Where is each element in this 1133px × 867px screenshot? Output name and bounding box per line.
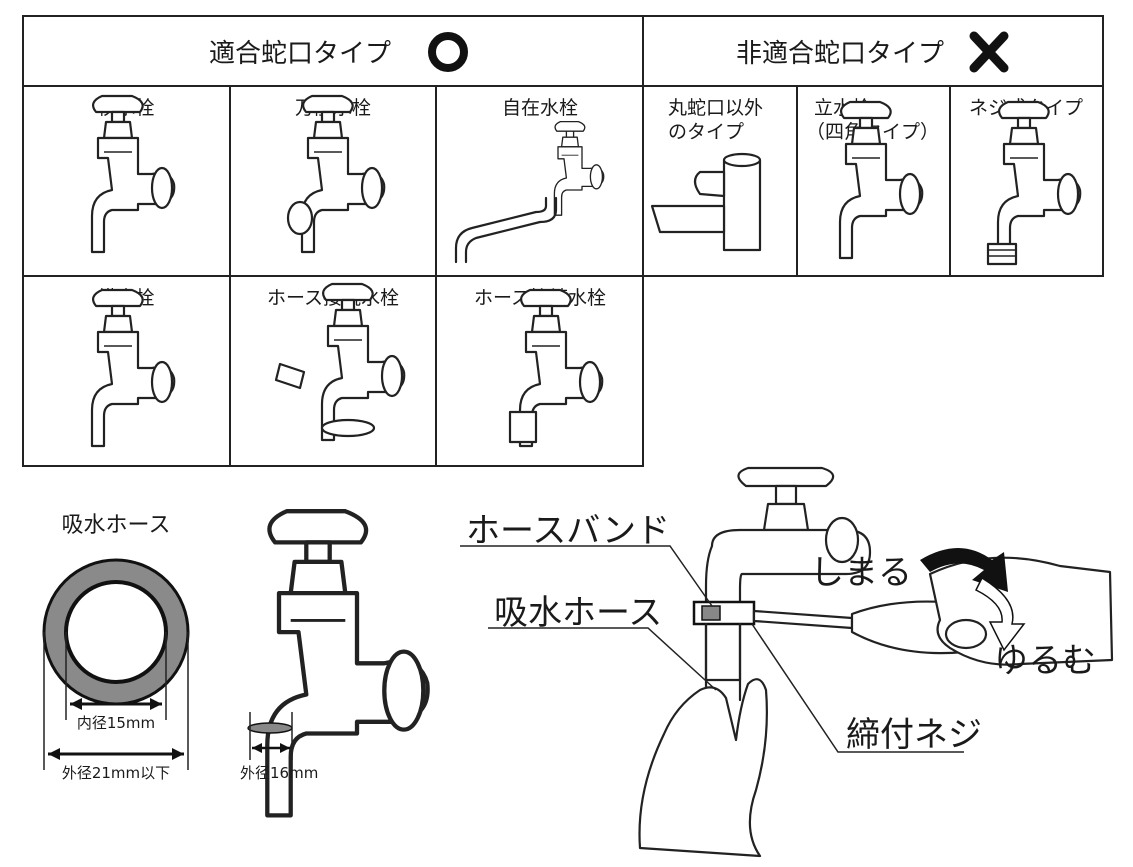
outer-diameter-dimension [43, 632, 189, 770]
intake-hose-label: 吸水ホース [494, 593, 662, 633]
hose-connect-faucet-icon-2 [508, 288, 604, 448]
swivel-faucet-icon [454, 120, 605, 264]
hose-connect-faucet-icon [274, 282, 406, 442]
inner-diameter-dimension [65, 632, 167, 720]
suitable-header: 適合蛇口タイプ [209, 39, 391, 69]
intake-hose-title: 吸水ホース [62, 513, 171, 538]
cell-label-swivel-faucet: 自在水栓 [502, 97, 578, 119]
circle-mark-icon [428, 32, 468, 72]
faucet-outer-diameter-label: 外径16mm [240, 764, 318, 782]
compatibility-table [22, 15, 1104, 467]
non-round-faucet-icon [650, 152, 762, 252]
inner-diameter-label: 内径15mm [77, 714, 155, 732]
loosen-label: ゆるむ [994, 641, 1096, 681]
hose-cross-section [42, 558, 190, 706]
faucet-icon [90, 94, 176, 254]
leader-lines [460, 545, 964, 753]
unsuitable-header: 非適合蛇口タイプ [736, 39, 944, 69]
outer-diameter-label: 外径21mm以下 [62, 764, 170, 782]
faucet-outer-diameter-dimension [249, 712, 293, 760]
faucet-icon [90, 288, 176, 448]
cross-mark-icon [969, 31, 1009, 73]
tighten-screw-label: 締付ネジ [846, 715, 982, 755]
hose-band-label: ホースバンド [466, 511, 670, 551]
tighten-label: しまる [810, 553, 912, 593]
installation-illustration [638, 466, 1114, 858]
cell-label-non-round-2: のタイプ [668, 121, 744, 143]
universal-adapter-icon [286, 200, 314, 236]
cell-label-non-round: 丸蛇口以外 [668, 97, 763, 119]
rotation-arrow-icon [920, 548, 1026, 652]
faucet-icon [300, 94, 386, 254]
threaded-faucet-icon [986, 100, 1082, 266]
